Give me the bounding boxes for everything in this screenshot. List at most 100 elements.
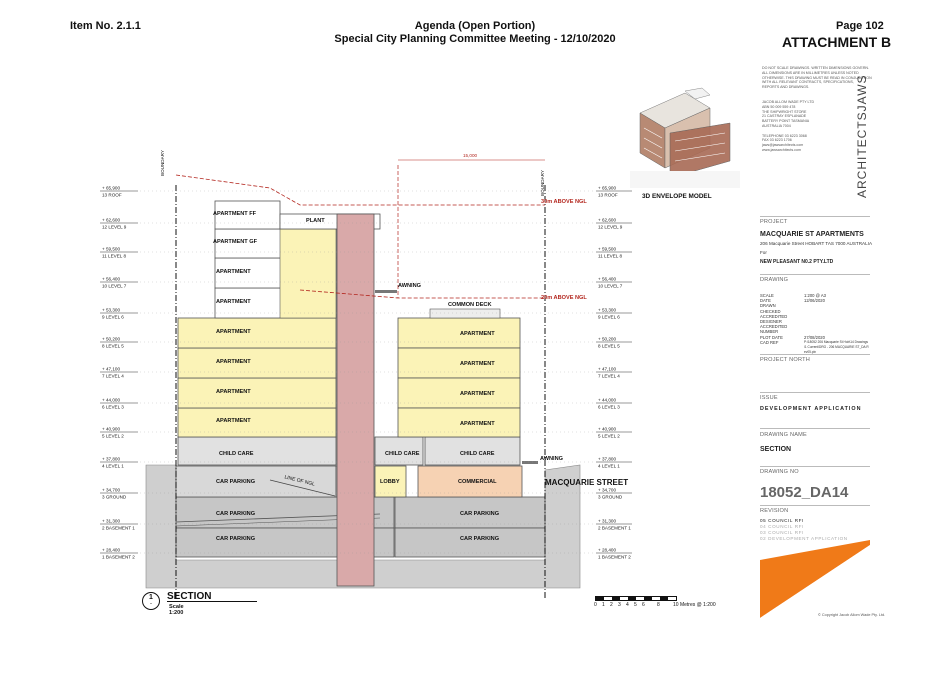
label-car-parking-b2-left: CAR PARKING [216,536,256,542]
tb-divider-7 [760,505,870,506]
awning-upper [375,290,397,293]
envelope-caption: 3D ENVELOPE MODEL [642,193,712,200]
tb-divider-3 [760,354,870,355]
section-number: 1 [149,594,153,601]
level-value: + 65,900 [598,186,616,191]
level-name: 13 ROOF [102,193,122,198]
firm-line: BATTERY POINT TASMANIA [762,119,810,124]
drawing-field-key: ACCREDITED DESIGNER [760,313,788,325]
level-name: 7 LEVEL 4 [102,374,124,379]
level-marker: + 37,800 4 LEVEL 1 [100,457,138,469]
label-apartment-ff: APARTMENT FF [213,211,257,217]
drawing-field-key: SCALE [760,293,774,298]
issue-label: ISSUE [760,395,778,401]
level-value: + 31,300 [598,519,616,524]
project-label: PROJECT [760,219,788,225]
level-name: 11 LEVEL 8 [102,254,126,259]
apartment-right-l4 [397,377,521,409]
revision-entry: 02 DEVELOPMENT APPLICATION [760,536,848,541]
label-apartment-r6: APARTMENT [460,331,495,337]
level-name: 11 LEVEL 8 [598,254,622,259]
apartment-left-l9 [214,200,281,230]
label-apartment-l4: APARTMENT [216,359,251,365]
tb-divider-4 [760,392,870,393]
level-value: + 40,900 [598,427,616,432]
drawing-field-row: DATE 12/06/2020 [760,298,870,303]
label-line-of-ngl: LINE OF NGL [283,474,316,488]
scale-tick-label: 5 [634,602,637,608]
project-address: 206 Macquarie Street HOBART TAS 7000 AUS… [760,241,873,246]
drawing-field-value: 12/06/2020 [804,298,825,304]
level-marker: + 28,400 1 BASEMENT 2 [100,548,138,560]
line-of-ngl [269,479,336,497]
apartment-right-l5 [397,347,521,379]
level-name: 2 BASEMENT 1 [102,526,135,531]
item-number: Item No. 2.1.1 [70,20,141,32]
level-name: 9 LEVEL 6 [102,315,124,320]
label-apartment-r4: APARTMENT [460,391,495,397]
level-name: 1 BASEMENT 2 [598,555,631,560]
commercial-space [417,465,523,498]
tb-divider-2 [760,274,870,275]
level-marker: + 34,700 3 GROUND [596,488,632,500]
revision-entry: 04 COUNCIL RFI [760,524,804,529]
level-name: 3 GROUND [102,495,127,500]
level-value: + 47,100 [102,367,120,372]
tb-divider-6 [760,466,870,467]
level-value: + 62,600 [102,218,120,223]
drawing-field-row: DRAWN [760,303,870,308]
drawing-field-key: CHECKED [760,308,781,314]
apartment-right-l3 [397,407,521,438]
label-dim-15000: 15,000 [463,153,478,158]
level-name: 1 BASEMENT 2 [102,555,135,560]
level-name: 6 LEVEL 3 [102,405,124,410]
label-commercial: COMMERCIAL [458,479,497,485]
label-apartment-r5: APARTMENT [460,361,495,367]
label-child-care-right-b: CHILD CARE [460,451,495,457]
label-common-deck: COMMON DECK [448,302,492,308]
level-value: + 28,400 [102,548,120,553]
scale-tick-label: 2 [610,602,613,608]
apartment-left-l5 [177,317,337,349]
level-value: + 65,900 [102,186,120,191]
level-value: + 50,200 [102,337,120,342]
label-20m-above-ngl: 20m ABOVE NGL [541,295,587,301]
label-child-care-right-a: CHILD CARE [385,451,420,457]
label-macquarie-street: MACQUARIE STREET [545,478,629,487]
label-boundary-right: BOUNDARY [540,170,545,196]
logo-text: ARCHITECTSJAWS [855,74,869,198]
scale-tick-label: 10 Metres @ 1:200 [673,602,716,608]
drawing-field-value: P:\18052 206 Macquarie St Hob\14 Drawing… [804,339,869,355]
level-value: + 37,800 [102,457,120,462]
revision-entry: 05 COUNCIL RFI [760,518,804,523]
level-value: + 53,300 [598,308,616,313]
child-care-left [177,436,337,466]
drawing-no-label: DRAWING NO [760,469,799,475]
scale-bar-graphic [595,596,677,601]
level-name: 3 GROUND [598,495,623,500]
section-underline [167,601,257,602]
level-name: 4 LEVEL 1 [102,464,124,469]
drawing-field-key: DRAWN [760,303,776,309]
label-car-parking-b2-right: CAR PARKING [460,536,500,542]
scale-tick-label: 4 [626,602,629,608]
level-value: + 34,700 [598,488,616,493]
firm-line: THE SHIPWRIGHT STORE [762,109,807,114]
label-apartment-l5: APARTMENT [216,329,251,335]
drawing-number: 18052_DA14 [760,484,849,501]
drawing-field-key: DATE [760,298,771,304]
level-marker: + 65,900 13 ROOF [100,186,138,198]
